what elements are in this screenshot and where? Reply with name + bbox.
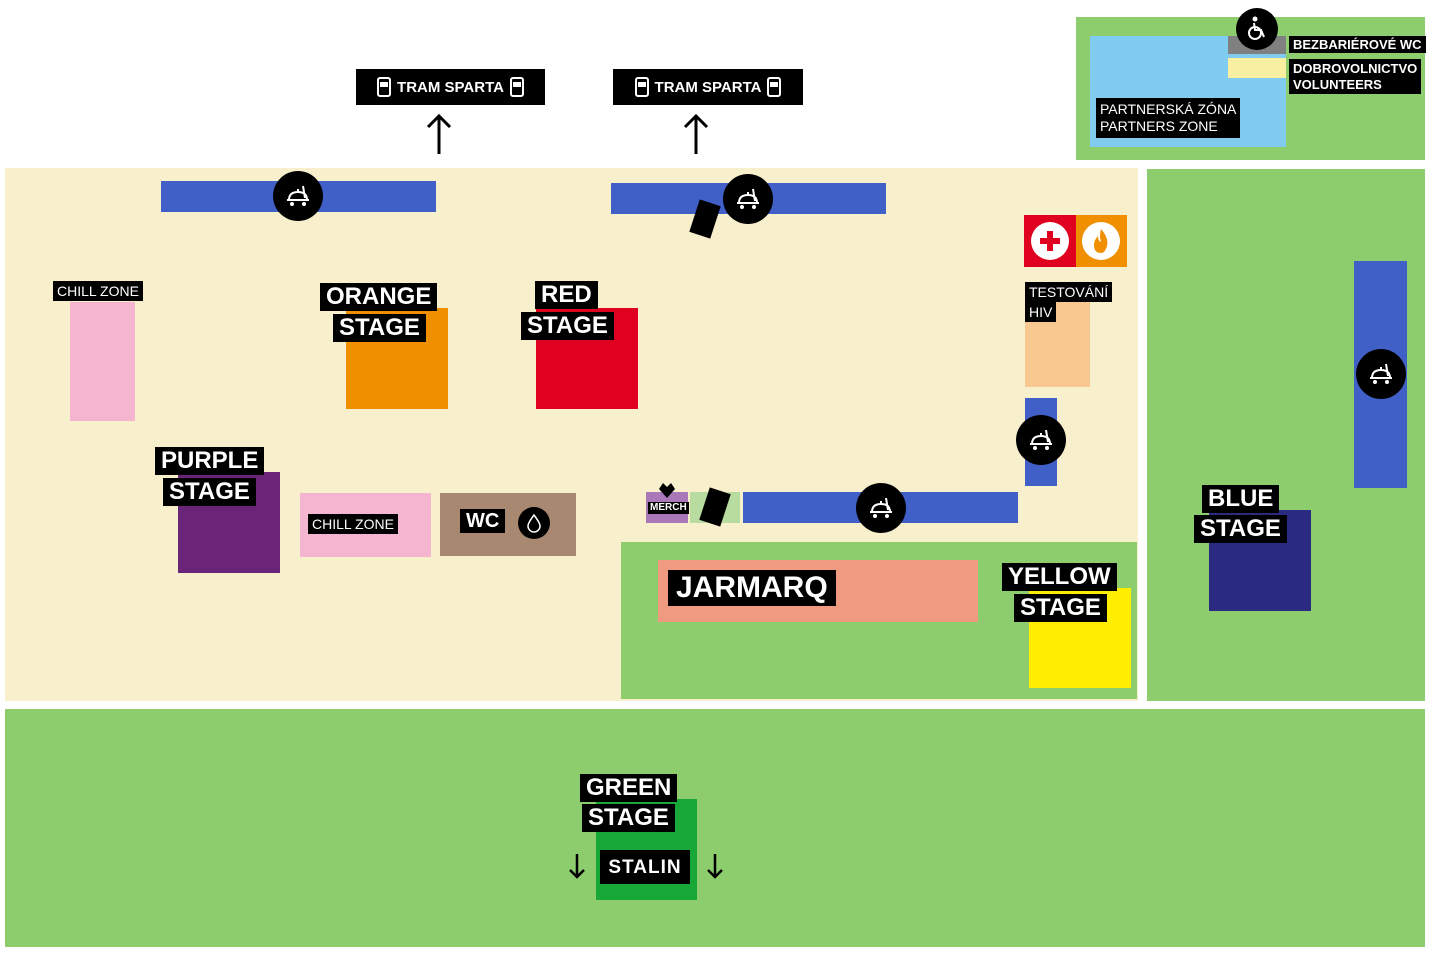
purple-stage-label-line2: STAGE (163, 478, 256, 506)
merch-label: MERCH (648, 502, 689, 514)
hiv-testing-label-line2: HIV (1025, 302, 1057, 322)
green-stage-label-line1: GREEN (580, 774, 678, 802)
first-aid-icon (1031, 222, 1069, 260)
arrow-up-icon (683, 113, 709, 154)
chill-zone-bottom-label: CHILL ZONE (308, 514, 398, 534)
chill-zone-left-label: CHILL ZONE (53, 281, 143, 301)
accessible-wc-label: BEZBARIÉROVÉ WC (1289, 36, 1426, 53)
tram-sparta-sign-left: TRAM SPARTA (356, 69, 545, 105)
orange-stage-label-line1: ORANGE (320, 283, 438, 311)
wheelchair-icon (1236, 8, 1278, 50)
jarmarq-label: JARMARQ (668, 570, 836, 606)
tram-sparta-label: TRAM SPARTA (397, 78, 504, 96)
blue-stage-label-line1: BLUE (1202, 485, 1280, 513)
green-stage-area (5, 709, 1425, 947)
tram-sparta-sign-right: TRAM SPARTA (613, 69, 803, 105)
tram-icon (767, 77, 782, 97)
green-stage-label-line2: STAGE (582, 804, 675, 832)
food-cart-icon (856, 483, 906, 533)
food-cart-icon (1356, 349, 1406, 399)
tram-icon (509, 77, 524, 97)
tram-sparta-label: TRAM SPARTA (654, 78, 762, 96)
volunteers-block (1228, 58, 1286, 78)
hiv-testing-label-line1: TESTOVÁNÍ (1025, 282, 1113, 302)
food-cart-icon (273, 171, 323, 221)
red-stage-label-line1: RED (535, 281, 598, 309)
arrow-down-icon (707, 854, 723, 879)
stalin-label: STALIN (600, 850, 690, 884)
chill-zone-left (70, 302, 135, 421)
food-cart-icon (723, 174, 773, 224)
fire-icon (1082, 222, 1120, 260)
orange-stage-label-line2: STAGE (333, 314, 426, 342)
food-cart-icon (1016, 415, 1066, 465)
purple-stage-label-line1: PURPLE (155, 447, 265, 475)
tram-icon (634, 77, 649, 97)
yellow-stage-label-line1: YELLOW (1002, 563, 1117, 591)
wc-label: WC (460, 509, 506, 533)
heart-icon (659, 483, 675, 498)
blue-stage-label-line2: STAGE (1194, 515, 1287, 543)
tram-icon (377, 77, 392, 97)
red-stage-label-line2: STAGE (521, 312, 614, 340)
yellow-stage-label-line2: STAGE (1014, 594, 1107, 622)
arrow-up-icon (426, 113, 452, 154)
water-drop-icon (518, 507, 550, 539)
arrow-down-icon (569, 854, 585, 879)
